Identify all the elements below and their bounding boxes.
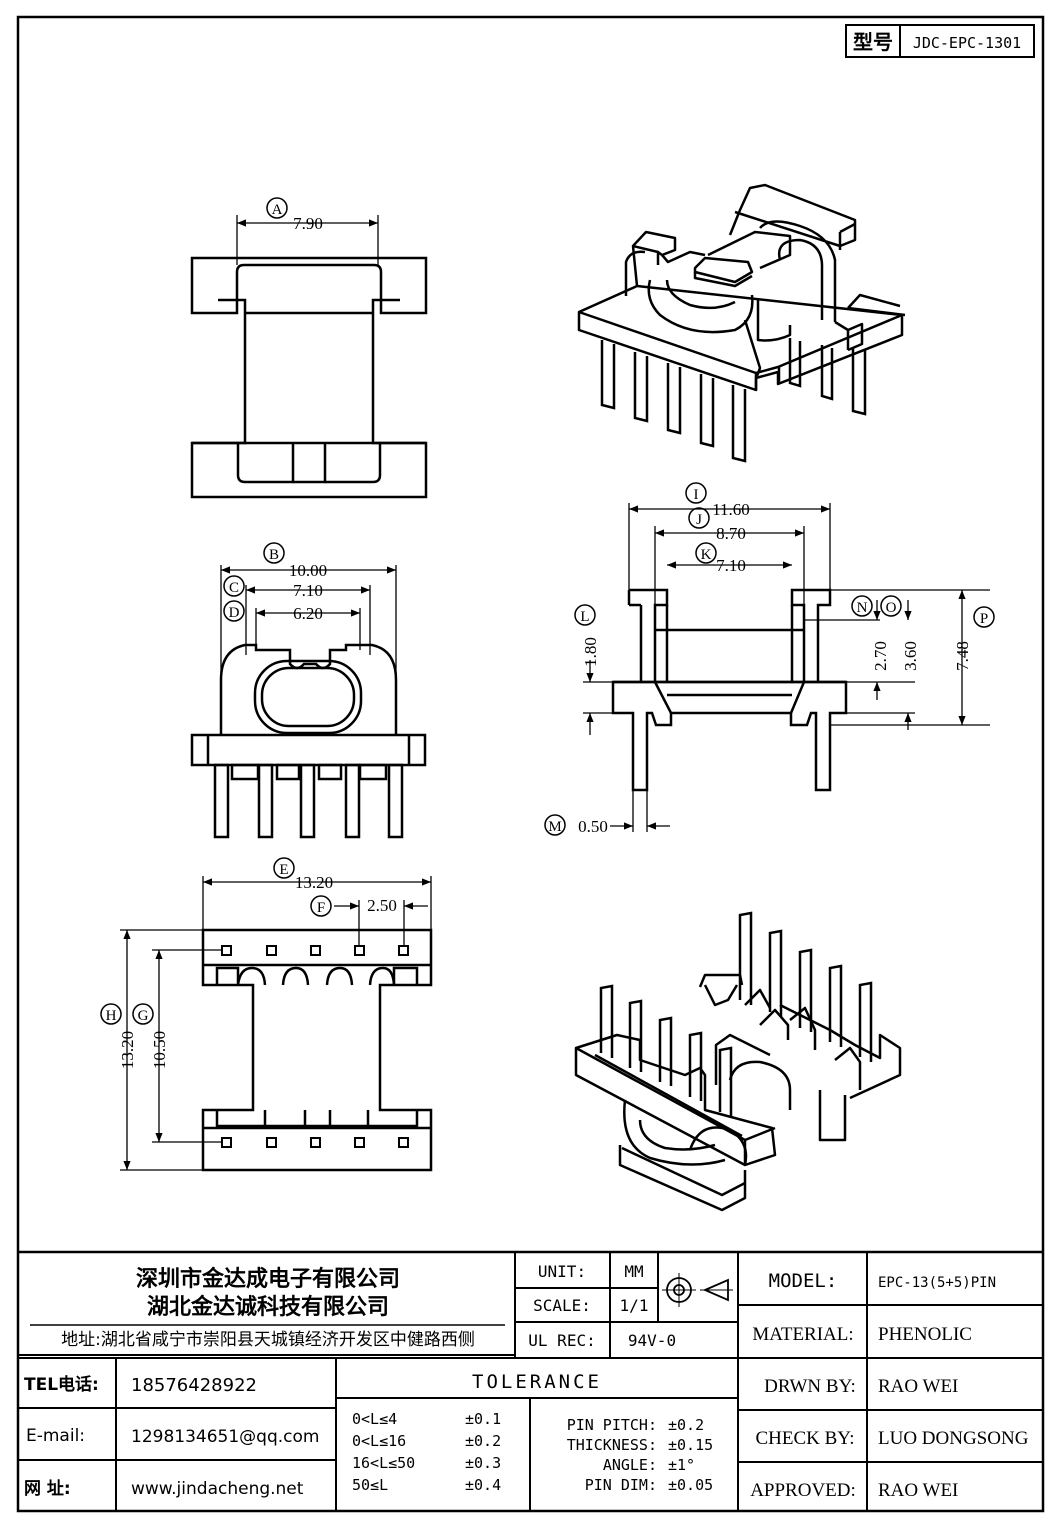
tolerance-range: 0<L≤4 (352, 1410, 397, 1428)
material-value: PHENOLIC (878, 1324, 972, 1345)
dim-i-letter: I (694, 487, 699, 503)
dim-a-value: 7.90 (293, 214, 323, 233)
dim-n-value: 2.70 (871, 641, 890, 671)
dim-a: A 7.90 (236, 197, 379, 265)
model-box-label: 型号 (853, 30, 893, 54)
tolerance-extra-value: ±0.2 (668, 1416, 704, 1434)
side-view (611, 588, 848, 792)
isometric-view-bottom (574, 973, 902, 1212)
tolerance-range: 50≤L (352, 1476, 388, 1494)
web-label: 网 址: (24, 1479, 71, 1499)
dim-j-letter: J (696, 512, 702, 528)
tolerance-extra-label: PIN PITCH: (567, 1416, 657, 1434)
approved-label: APPROVED: (750, 1480, 856, 1501)
dim-e-value: 13.20 (295, 873, 333, 892)
dim-d-value: 6.20 (293, 604, 323, 623)
company-address: 地址:湖北省咸宁市崇阳县天城镇经济开发区中健路西侧 (61, 1330, 475, 1350)
check-value: LUO DONGSONG (878, 1428, 1029, 1449)
front-view (190, 643, 427, 839)
dim-n-o-p: N O P 2.70 3.60 7.48 (804, 589, 995, 730)
dim-b-c-d: B 10.00 C 7.10 D 6.20 (220, 542, 397, 700)
ulrec-value: 94V-0 (628, 1331, 676, 1350)
dim-b-letter: B (269, 547, 279, 563)
dim-a-letter: A (272, 202, 283, 218)
tolerance-value: ±0.2 (465, 1432, 501, 1450)
bottom-view (201, 928, 433, 1172)
isometric-view-top (577, 183, 906, 392)
dim-p-letter: P (980, 611, 988, 627)
dim-b-value: 10.00 (289, 561, 327, 580)
dim-c-value: 7.10 (293, 581, 323, 600)
model-value: EPC-13(5+5)PIN (878, 1275, 996, 1291)
dim-h-value: 13.20 (118, 1031, 137, 1069)
ulrec-label: UL REC: (528, 1331, 595, 1350)
tolerance-title: TOLERANCE (472, 1371, 602, 1393)
tel-value: 18576428922 (131, 1375, 257, 1396)
dim-f-letter: F (317, 900, 325, 916)
dim-e-letter: E (279, 862, 288, 878)
dim-p-value: 7.48 (953, 641, 972, 671)
model-number-box: 型号 JDC-EPC-1301 (845, 24, 1035, 58)
tolerance-value: ±0.1 (465, 1410, 501, 1428)
dim-g-value: 10.50 (150, 1031, 169, 1069)
approved-value: RAO WEI (878, 1480, 958, 1501)
dim-c-letter: C (229, 580, 239, 596)
tolerance-value: ±0.3 (465, 1454, 501, 1472)
dim-n-letter: N (857, 600, 868, 616)
tolerance-extra-label: ANGLE: (603, 1456, 657, 1474)
top-view (190, 256, 428, 499)
tolerance-rows: 0<L≤4 ±0.1 0<L≤16 ±0.2 16<L≤50 ±0.3 50≤L ±0.4 (352, 1410, 501, 1494)
tolerance-extra-value: ±1° (668, 1456, 695, 1474)
dim-l-letter: L (580, 609, 589, 625)
check-label: CHECK BY: (755, 1428, 854, 1449)
dim-o-value: 3.60 (901, 641, 920, 671)
dim-f-value: 2.50 (367, 896, 397, 915)
tel-label: TEL电话: (24, 1374, 99, 1395)
tolerance-extra-label: PIN DIM: (585, 1476, 657, 1494)
tolerance-extra-label: THICKNESS: (567, 1436, 657, 1454)
projection-symbol-icon (662, 1273, 733, 1307)
drwn-value: RAO WEI (878, 1376, 958, 1397)
dim-k-letter: K (701, 547, 712, 563)
dim-d-letter: D (229, 605, 240, 621)
company-name-2: 湖北金达诚科技有限公司 (147, 1294, 389, 1320)
company-name-1: 深圳市金达成电子有限公司 (136, 1266, 400, 1292)
tolerance-value: ±0.4 (465, 1476, 501, 1494)
tolerance-extra-value: ±0.05 (668, 1476, 713, 1494)
dim-m-letter: M (548, 819, 561, 835)
tolerance-range: 0<L≤16 (352, 1432, 406, 1450)
model-label: MODEL: (769, 1270, 838, 1292)
email-label: E-mail: (26, 1426, 85, 1446)
scale-value: 1/1 (620, 1296, 649, 1315)
dim-i-value: 11.60 (712, 500, 750, 519)
dim-m-value: 0.50 (578, 817, 608, 836)
email-value: 1298134651@qq.com (131, 1427, 319, 1447)
drwn-label: DRWN BY: (764, 1376, 856, 1397)
dim-g-letter: G (138, 1008, 149, 1024)
isometric-view-top-pins (600, 338, 867, 463)
dim-o-letter: O (886, 600, 897, 616)
dim-e-f-g-h: E 13.20 F 2.50 H G 13.20 10.50 (100, 857, 432, 1171)
dim-i-j-k: I 11.60 J 8.70 K 7.10 (628, 482, 831, 605)
unit-value: MM (624, 1262, 643, 1281)
dim-k-value: 7.10 (716, 556, 746, 575)
web-value: www.jindacheng.net (131, 1479, 304, 1499)
model-box-value: JDC-EPC-1301 (913, 34, 1021, 52)
tolerance-extra-value: ±0.15 (668, 1436, 713, 1454)
dim-m: M 0.50 (544, 790, 670, 836)
unit-label: UNIT: (538, 1262, 586, 1281)
dim-l-value: 1.80 (581, 637, 600, 667)
tolerance-range: 16<L≤50 (352, 1454, 415, 1472)
scale-label: SCALE: (533, 1296, 591, 1315)
material-label: MATERIAL: (752, 1324, 853, 1345)
isometric-view-bottom-pins (599, 911, 873, 1116)
dim-h-letter: H (106, 1008, 117, 1024)
dim-l: L 1.80 (574, 604, 613, 735)
title-block (18, 1250, 1043, 1511)
dim-j-value: 8.70 (716, 524, 746, 543)
